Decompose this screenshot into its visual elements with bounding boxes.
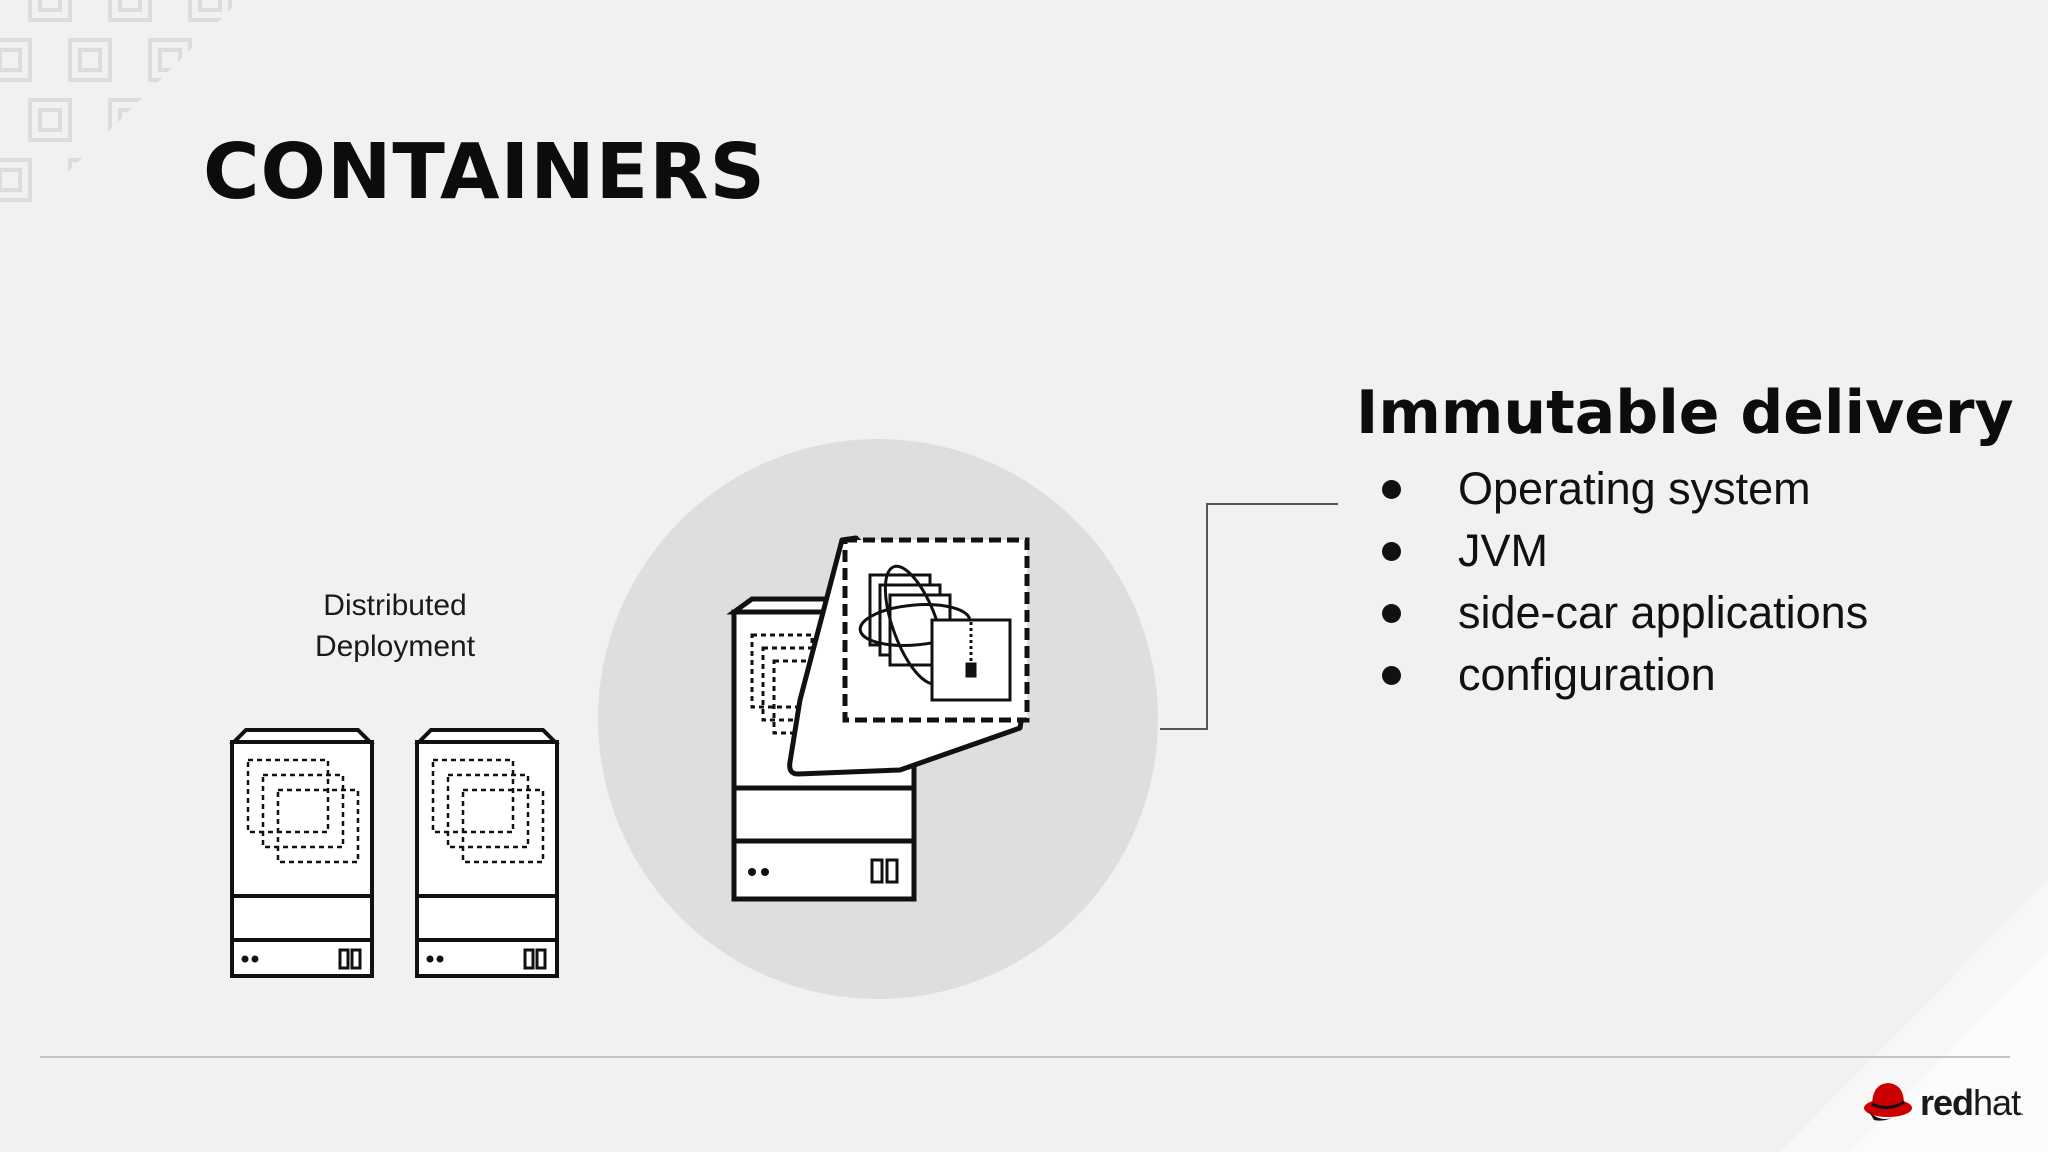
feature-item-text: Operating system (1458, 463, 1811, 514)
connector-line (1160, 503, 1338, 730)
bullet-icon (1382, 604, 1401, 623)
bullet-icon (1382, 666, 1401, 685)
feature-heading: Immutable delivery (1356, 378, 2014, 448)
redhat-shadowman-logo (1864, 1083, 1912, 1121)
footer-divider (40, 1056, 2010, 1058)
logo-text-dot: . (2020, 1102, 2024, 1118)
container-stack-icon (858, 564, 1012, 702)
feature-item-text: side-car applications (1458, 587, 1869, 638)
distributed-label-line-2: Deployment (314, 630, 476, 663)
container-delivery-illustration (598, 439, 1338, 999)
bullet-icon (1382, 542, 1401, 561)
server-icon-left (229, 728, 375, 978)
server-icon-right (414, 728, 560, 978)
distributed-label-line-1: Distributed (323, 589, 467, 622)
feature-item-text: JVM (1458, 525, 1548, 576)
logo-text-hat: hat (1973, 1082, 2021, 1123)
logo-text-red: red (1920, 1082, 1974, 1123)
bullet-icon (1382, 480, 1401, 499)
distributed-deployment-label: Distributed Deployment (290, 585, 500, 667)
redhat-wordmark: redhat. (1920, 1082, 2024, 1124)
corner-pattern-icon (0, 0, 232, 202)
feature-item-text: configuration (1458, 649, 1716, 700)
redhat-logo: redhat. (1862, 1078, 2024, 1126)
slide-title: CONTAINERS (203, 128, 766, 217)
